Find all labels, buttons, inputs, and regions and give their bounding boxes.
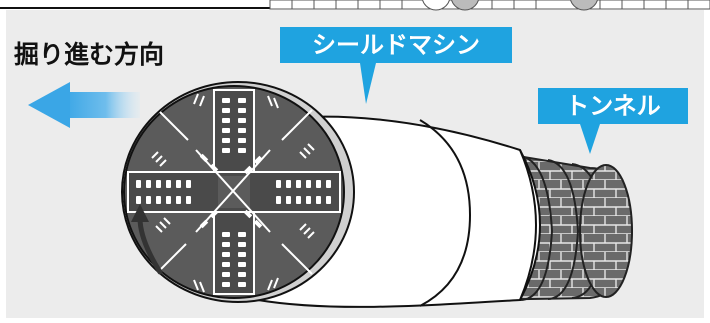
rotate-arrow-icon xyxy=(131,204,163,275)
tunnel-label: トンネル xyxy=(538,88,688,124)
shield-machine-label: シールドマシン xyxy=(280,27,512,63)
direction-label: 掘り進む方向 xyxy=(14,40,165,69)
arrow-left-icon xyxy=(28,82,140,128)
callout-pointer-tunnel xyxy=(580,124,600,154)
top-strip xyxy=(269,0,710,11)
callout-pointer-shield xyxy=(360,63,376,104)
cutter-face xyxy=(121,81,355,303)
